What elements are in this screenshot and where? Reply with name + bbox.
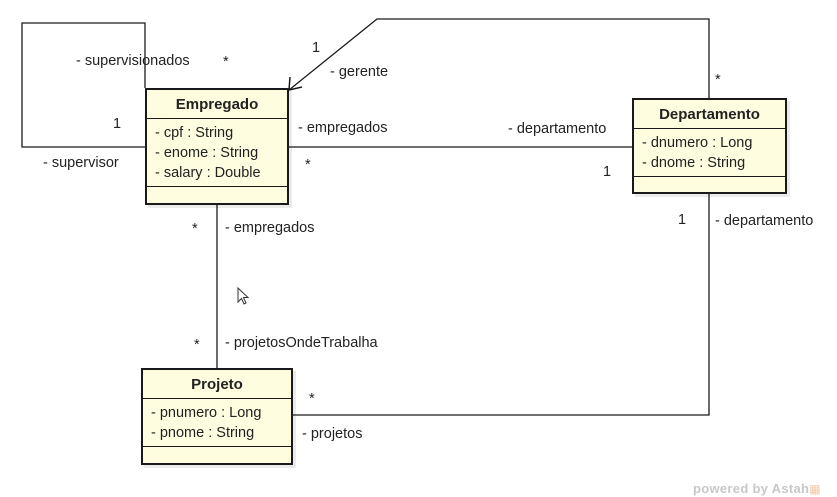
class-empregado[interactable]: Empregado - cpf : String - enome : Strin… bbox=[145, 88, 289, 205]
operation-compartment bbox=[143, 447, 291, 455]
class-name: Empregado bbox=[147, 90, 287, 119]
multiplicity-supervisionados: * bbox=[223, 54, 229, 70]
multiplicity-supervisor: 1 bbox=[113, 116, 122, 132]
operation-compartment bbox=[634, 177, 785, 185]
role-empregados-departamento: - empregados bbox=[298, 120, 388, 136]
class-name: Projeto bbox=[143, 370, 291, 399]
self-association-line[interactable] bbox=[21, 22, 146, 148]
role-projetos-controla: - projetos bbox=[302, 426, 363, 442]
multiplicity-departamento-controla: 1 bbox=[678, 212, 687, 228]
mouse-pointer-icon bbox=[237, 287, 250, 305]
attribute[interactable]: - salary : Double bbox=[155, 165, 261, 181]
multiplicity-departamento-lotacao: 1 bbox=[603, 164, 612, 180]
attribute-compartment: - dnumero : Long - dnome : String bbox=[634, 129, 785, 177]
controla-association-line[interactable] bbox=[293, 194, 710, 416]
class-projeto[interactable]: Projeto - pnumero : Long - pnome : Strin… bbox=[141, 368, 293, 465]
attribute[interactable]: - pnome : String bbox=[151, 425, 255, 441]
attribute-compartment: - pnumero : Long - pnome : String bbox=[143, 399, 291, 447]
gerente-association-line[interactable] bbox=[288, 18, 710, 98]
attribute[interactable]: - cpf : String bbox=[155, 125, 234, 141]
multiplicity-projetos-onde-trabalha: * bbox=[194, 337, 200, 353]
operation-compartment bbox=[147, 187, 287, 195]
class-name: Departamento bbox=[634, 100, 785, 129]
attribute-compartment: - cpf : String - enome : String - salary… bbox=[147, 119, 287, 187]
multiplicity-empregados-departamento: * bbox=[305, 157, 311, 173]
multiplicity-gerente: 1 bbox=[312, 40, 321, 56]
multiplicity-projetos-controla: * bbox=[309, 391, 315, 407]
attribute[interactable]: - dnome : String bbox=[642, 155, 746, 171]
astah-logo-icon: ▦ bbox=[809, 482, 821, 496]
watermark-text: powered by Astah bbox=[693, 481, 810, 496]
role-departamento-lotacao: - departamento bbox=[508, 121, 607, 137]
class-departamento[interactable]: Departamento - dnumero : Long - dnome : … bbox=[632, 98, 787, 194]
role-supervisionados: - supervisionados bbox=[76, 53, 190, 69]
role-empregados-projeto: - empregados bbox=[225, 220, 315, 236]
multiplicity-empregados-projeto: * bbox=[192, 221, 198, 237]
attribute[interactable]: - enome : String bbox=[155, 145, 259, 161]
attribute[interactable]: - dnumero : Long bbox=[642, 135, 753, 151]
role-departamento-controla: - departamento bbox=[715, 213, 814, 229]
attribute[interactable]: - pnumero : Long bbox=[151, 405, 262, 421]
role-supervisor: - supervisor bbox=[43, 155, 119, 171]
role-projetos-onde-trabalha: - projetosOndeTrabalha bbox=[225, 335, 378, 351]
astah-watermark: powered by Astah▦ bbox=[693, 481, 821, 496]
role-gerente: - gerente bbox=[330, 64, 389, 80]
multiplicity-gerente-departamento: * bbox=[715, 72, 721, 88]
gerente-arrowhead bbox=[288, 76, 303, 91]
